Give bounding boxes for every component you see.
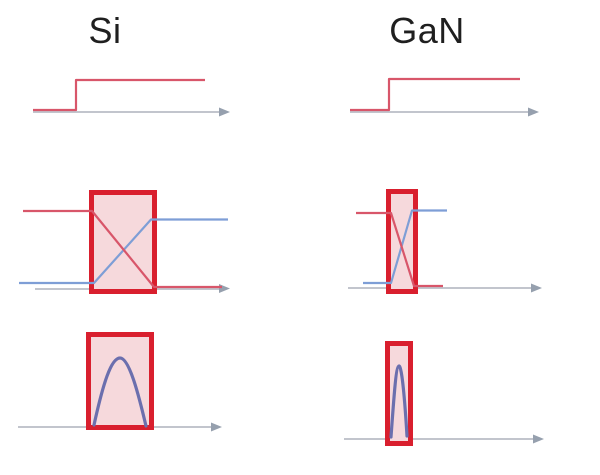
si-transition-panel: [19, 190, 230, 294]
si-loss-panel: [18, 332, 222, 432]
si-gate-step-waveform: [33, 78, 205, 112]
gan-loss-pulse-curve: [389, 364, 409, 439]
gan-gate-axis-arrowhead-icon: [528, 107, 539, 117]
si-loss-pulse-curve: [92, 356, 148, 428]
si-loss-axis-arrowhead-icon: [211, 422, 222, 432]
gan-transition-axis-arrowhead-icon: [531, 283, 542, 293]
si-gate-step-panel: [33, 78, 230, 117]
gan-column-title: GaN: [389, 10, 465, 51]
gan-loss-panel: [344, 341, 544, 446]
gan-red-waveform: [356, 211, 443, 288]
si-red-waveform: [23, 209, 222, 289]
gan-gate-step-panel: [350, 77, 539, 117]
si-transition-axis-arrowhead-icon: [219, 284, 230, 293]
si-gate-axis-arrowhead-icon: [219, 107, 230, 117]
si-blue-waveform: [19, 218, 228, 285]
gan-transition-panel: [348, 189, 542, 294]
gan-gate-step-waveform: [350, 77, 520, 112]
si-column-title: Si: [88, 10, 121, 51]
gan-loss-axis-arrowhead-icon: [533, 434, 544, 444]
